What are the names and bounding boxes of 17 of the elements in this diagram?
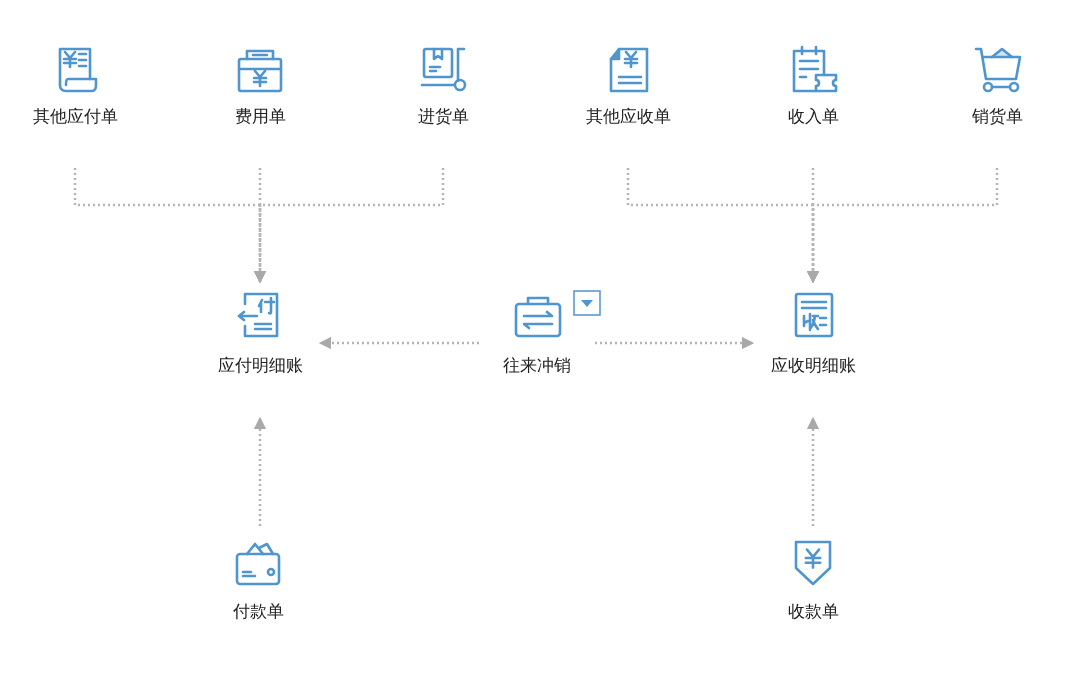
- dotted-arrow: [253, 168, 445, 284]
- node-label: 收入单: [786, 105, 840, 128]
- node-label: 销货单: [970, 105, 1024, 128]
- node-label: 费用单: [233, 105, 287, 128]
- node-label: 其他应付单: [31, 105, 119, 128]
- node-label: 应付明细账: [216, 354, 304, 377]
- dotted-arrow: [318, 336, 479, 350]
- dotted-arrow: [806, 168, 999, 284]
- node-label: 其他应收单: [584, 105, 672, 128]
- node-label: 应收明细账: [769, 354, 857, 377]
- node-label: 往来冲销: [502, 354, 572, 377]
- node-label: 收款单: [786, 600, 840, 623]
- node-label: 进货单: [416, 105, 470, 128]
- dotted-arrow: [253, 416, 267, 526]
- dotted-arrow: [595, 336, 755, 350]
- node-label: 付款单: [231, 600, 285, 623]
- dotted-arrow: [806, 416, 820, 526]
